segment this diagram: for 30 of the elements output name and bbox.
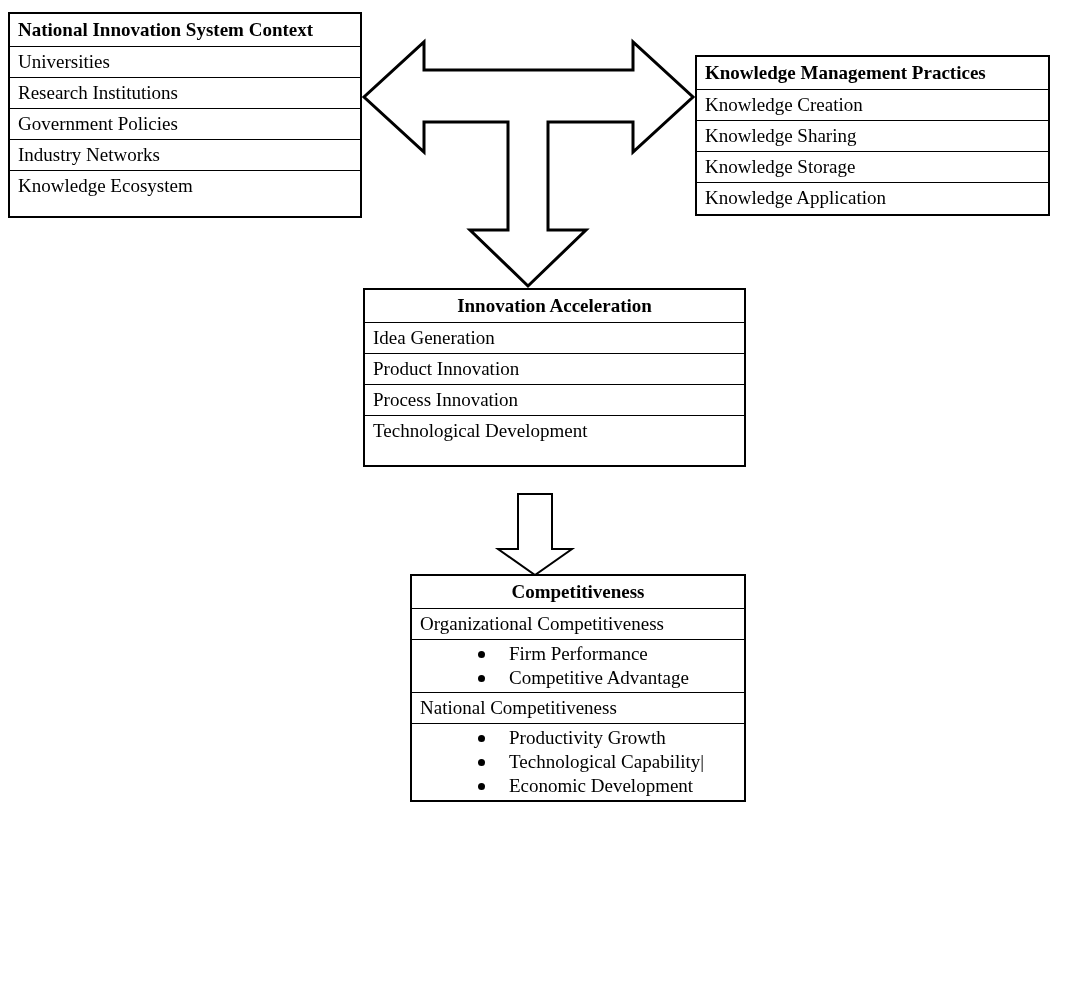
table-box (363, 288, 746, 467)
row-text: Technological Development (373, 419, 589, 443)
row-text: Idea Generation (373, 326, 496, 350)
row-text: Organizational Competitiveness (420, 612, 665, 636)
row-text: National Competitiveness (420, 696, 618, 720)
row-text: Knowledge Creation (705, 93, 864, 117)
row-text: Knowledge Storage (705, 155, 857, 179)
table-box (695, 55, 1050, 216)
table-box (410, 574, 746, 802)
box-heading: National Innovation System Context (18, 18, 315, 42)
block-arrow (494, 493, 576, 577)
table-box (8, 12, 362, 218)
list-item: Economic Development (509, 774, 695, 798)
row-text: Product Innovation (373, 357, 521, 381)
box-heading: Knowledge Management Practices (705, 61, 987, 85)
row-text: Knowledge Application (705, 186, 887, 210)
row-text: Research Institutions (18, 81, 179, 105)
box-heading: Competitiveness (510, 580, 646, 604)
row-text: Industry Networks (18, 143, 161, 167)
list-item: Firm Performance (509, 642, 649, 666)
list-item: Competitive Advantage (509, 666, 690, 690)
row-text: Knowledge Ecosystem (18, 174, 194, 198)
list-item: Productivity Growth (509, 726, 667, 750)
box-heading: Innovation Acceleration (456, 294, 653, 318)
list-item: Technological Capability| (509, 750, 706, 774)
three-way-block-arrow (361, 38, 696, 289)
row-text: Process Innovation (373, 388, 520, 412)
row-text: Knowledge Sharing (705, 124, 858, 148)
row-text: Universities (18, 50, 111, 74)
row-text: Government Policies (18, 112, 179, 136)
